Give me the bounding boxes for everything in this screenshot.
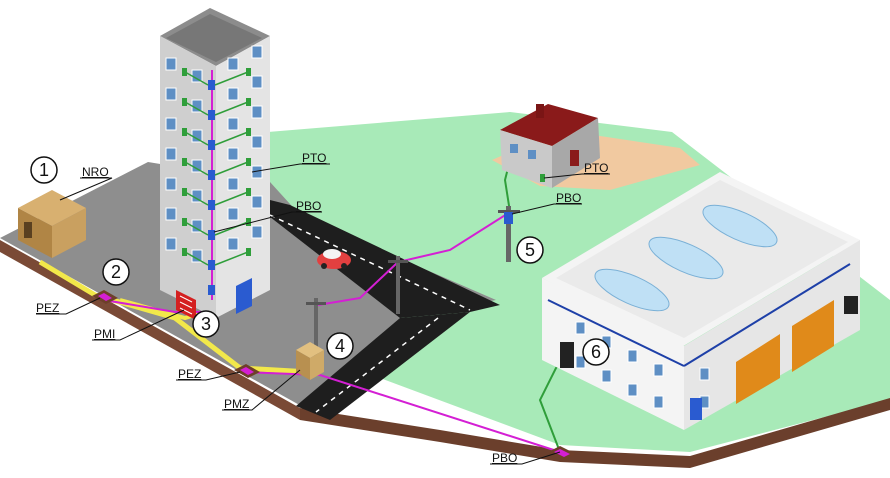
nro-shelter xyxy=(18,190,86,258)
label-pbo-bottom: PBO xyxy=(492,451,517,465)
distribution-fiber-pmz-bottom xyxy=(239,371,561,453)
svg-text:4: 4 xyxy=(335,336,345,356)
svg-text:5: 5 xyxy=(525,240,535,260)
callout-1: 1 xyxy=(30,156,58,184)
svg-text:6: 6 xyxy=(591,342,601,362)
road-diagonal xyxy=(238,192,500,318)
label-pez-mid: PEZ xyxy=(178,367,201,381)
ground-edge-right xyxy=(300,398,890,468)
label-pto-tower: PTO xyxy=(302,151,326,165)
label-pto-house: PTO xyxy=(584,161,608,175)
label-nro: NRO xyxy=(82,165,109,179)
warehouse xyxy=(542,172,860,430)
label-pbo-pole: PBO xyxy=(556,191,581,205)
label-pmi: PMI xyxy=(94,327,115,341)
svg-text:3: 3 xyxy=(201,314,211,334)
leader-lines xyxy=(36,163,610,465)
svg-text:1: 1 xyxy=(39,160,49,180)
house xyxy=(500,104,600,188)
pmi-cabinet xyxy=(176,290,196,320)
callout-5: 5 xyxy=(516,236,544,264)
label-pez-top: PEZ xyxy=(36,301,59,315)
callout-2: 2 xyxy=(102,258,130,286)
chambers xyxy=(92,290,576,460)
pmz-cabinet xyxy=(296,342,324,380)
car xyxy=(317,249,351,269)
callout-3: 3 xyxy=(192,310,220,338)
utility-poles xyxy=(306,206,520,356)
svg-text:2: 2 xyxy=(111,262,121,282)
apartment-tower xyxy=(160,8,270,320)
callout-4: 4 xyxy=(326,332,354,360)
label-pmz: PMZ xyxy=(224,397,249,411)
callout-6: 6 xyxy=(582,338,610,366)
road-marking-1 xyxy=(269,214,471,311)
label-pbo-tower: PBO xyxy=(296,199,321,213)
callouts: 1 2 3 4 5 6 xyxy=(30,156,610,366)
labels: NRO PEZ PMI PEZ PMZ PBO PTO PBO PTO PBO xyxy=(36,151,608,465)
feeder-fiber xyxy=(38,259,311,375)
